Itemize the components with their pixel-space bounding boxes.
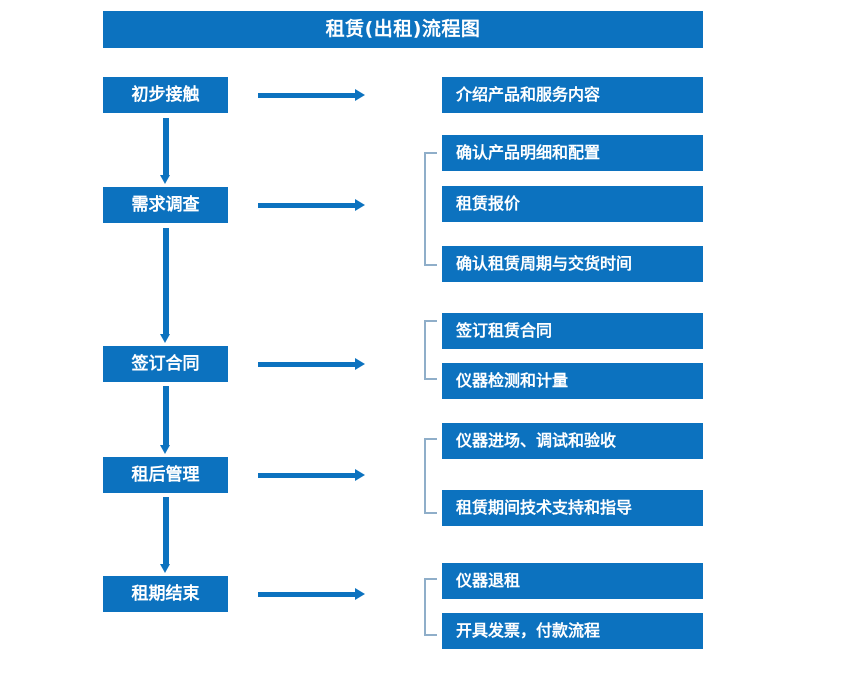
- detail-label-4: 确认租赁周期与交货时间: [456, 254, 633, 273]
- stage-box-4[interactable]: 租后管理: [103, 457, 228, 493]
- detail-box-6[interactable]: 仪器检测和计量: [442, 363, 703, 399]
- stage-label-4: 租后管理: [131, 464, 200, 485]
- detail-box-3[interactable]: 租赁报价: [442, 186, 703, 222]
- group-bracket-5: [424, 578, 437, 636]
- detail-label-8: 租赁期间技术支持和指导: [456, 498, 633, 517]
- right-arrow-icon-4: [258, 469, 365, 481]
- detail-label-2: 确认产品明细和配置: [456, 143, 601, 162]
- detail-label-1: 介绍产品和服务内容: [456, 85, 601, 104]
- stage-box-3[interactable]: 签订合同: [103, 346, 228, 382]
- detail-label-9: 仪器退租: [456, 571, 521, 590]
- detail-box-5[interactable]: 签订租赁合同: [442, 313, 703, 349]
- right-arrow-icon-5: [258, 588, 365, 600]
- down-arrow-icon-2: [160, 228, 171, 343]
- detail-label-7: 仪器进场、调试和验收: [456, 431, 617, 450]
- detail-box-10[interactable]: 开具发票，付款流程: [442, 613, 703, 649]
- detail-label-6: 仪器检测和计量: [456, 371, 569, 390]
- group-bracket-4: [424, 438, 437, 514]
- detail-box-8[interactable]: 租赁期间技术支持和指导: [442, 490, 703, 526]
- down-arrow-icon-4: [160, 497, 171, 573]
- stage-box-1[interactable]: 初步接触: [103, 77, 228, 113]
- down-arrow-icon-3: [160, 386, 171, 454]
- right-arrow-icon-1: [258, 89, 365, 101]
- chart-title-text: 租赁(出租)流程图: [325, 18, 481, 40]
- detail-box-9[interactable]: 仪器退租: [442, 563, 703, 599]
- group-bracket-2: [424, 152, 437, 266]
- stage-box-2[interactable]: 需求调查: [103, 187, 228, 223]
- detail-label-3: 租赁报价: [456, 194, 521, 213]
- detail-box-4[interactable]: 确认租赁周期与交货时间: [442, 246, 703, 282]
- stage-box-5[interactable]: 租期结束: [103, 576, 228, 612]
- stage-label-1: 初步接触: [131, 84, 200, 105]
- detail-box-2[interactable]: 确认产品明细和配置: [442, 135, 703, 171]
- stage-label-5: 租期结束: [131, 583, 200, 604]
- down-arrow-icon-1: [160, 118, 171, 184]
- right-arrow-icon-3: [258, 358, 365, 370]
- group-bracket-3: [424, 320, 437, 380]
- detail-box-1[interactable]: 介绍产品和服务内容: [442, 77, 703, 113]
- stage-label-2: 需求调查: [131, 194, 200, 215]
- right-arrow-icon-2: [258, 199, 365, 211]
- chart-title-bar: 租赁(出租)流程图: [103, 11, 703, 48]
- detail-label-5: 签订租赁合同: [456, 321, 553, 340]
- detail-box-7[interactable]: 仪器进场、调试和验收: [442, 423, 703, 459]
- detail-label-10: 开具发票，付款流程: [456, 621, 601, 640]
- stage-label-3: 签订合同: [131, 353, 200, 374]
